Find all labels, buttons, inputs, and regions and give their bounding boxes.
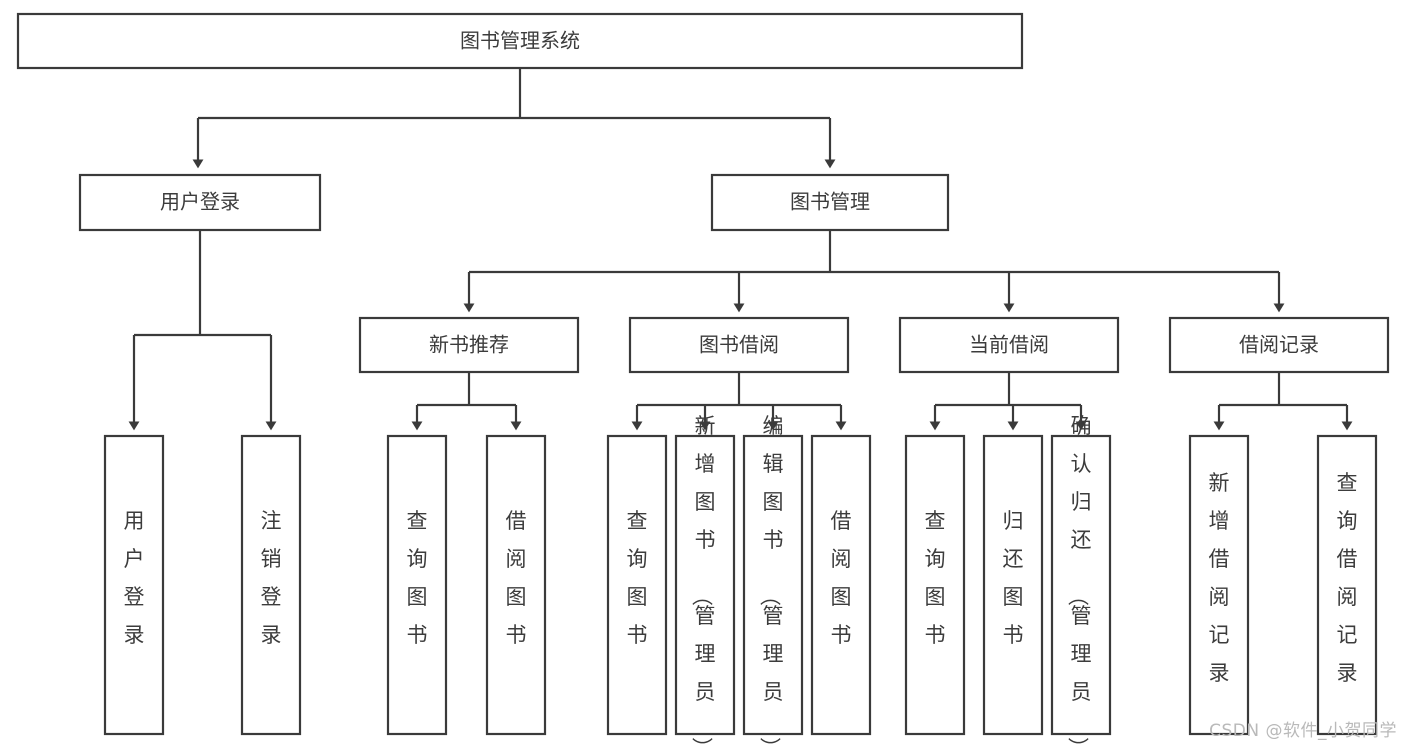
node-leaf-add-borrow-record-box[interactable]: [1188, 434, 1250, 736]
node-book-management-box[interactable]: [710, 173, 950, 232]
node-leaf-query-book-rec-label: 查询图书: [407, 509, 428, 647]
node-leaf-logout-login[interactable]: 注销登录: [240, 434, 302, 736]
node-current-borrow-label: 当前借阅: [969, 333, 1049, 357]
node-new-book-recommend[interactable]: 新书推荐: [358, 316, 580, 374]
node-book-borrow-box[interactable]: [628, 316, 850, 374]
node-leaf-logout-login-label: 注销登录: [261, 509, 282, 647]
node-root-box[interactable]: [16, 12, 1024, 70]
node-user-login-box[interactable]: [78, 173, 322, 232]
node-book-management[interactable]: 图书管理: [710, 173, 950, 232]
node-leaf-query-book-borrow-box[interactable]: [606, 434, 668, 736]
leaf-node-layer: 用户登录 注销登录 查询图书 借阅图书 查询图书 新增图书（管理员） 编辑图书（管理员） 借阅…: [103, 414, 1378, 747]
node-leaf-confirm-return-admin-box[interactable]: [1050, 434, 1112, 736]
node-leaf-query-book-rec[interactable]: 查询图书: [386, 434, 448, 736]
node-book-borrow-label: 图书借阅: [699, 333, 779, 357]
node-leaf-user-login-box[interactable]: [103, 434, 165, 736]
node-leaf-add-borrow-record[interactable]: 新增借阅记录: [1188, 434, 1250, 736]
node-leaf-edit-book-admin-box[interactable]: [742, 434, 804, 736]
node-leaf-edit-book-admin-label: 编辑图书（管理员）: [758, 414, 784, 747]
node-current-borrow-box[interactable]: [898, 316, 1120, 374]
node-new-book-recommend-label: 新书推荐: [429, 333, 509, 357]
node-borrow-record[interactable]: 借阅记录: [1168, 316, 1390, 374]
node-leaf-borrow-book-rec[interactable]: 借阅图书: [485, 434, 547, 736]
node-borrow-record-label: 借阅记录: [1239, 333, 1319, 357]
node-user-login-label: 用户登录: [160, 190, 240, 214]
node-leaf-query-borrow-record[interactable]: 查询借阅记录: [1316, 434, 1378, 736]
node-leaf-add-book-admin[interactable]: 新增图书（管理员）: [674, 414, 736, 747]
node-leaf-return-book-box[interactable]: [982, 434, 1044, 736]
node-leaf-query-book-borrow[interactable]: 查询图书: [606, 434, 668, 736]
node-leaf-borrow-book-rec-label: 借阅图书: [506, 509, 527, 647]
node-current-borrow[interactable]: 当前借阅: [898, 316, 1120, 374]
node-leaf-query-book-current-label: 查询图书: [925, 509, 946, 647]
node-leaf-edit-book-admin[interactable]: 编辑图书（管理员）: [742, 414, 804, 747]
node-leaf-logout-login-box[interactable]: [240, 434, 302, 736]
node-leaf-return-book-label: 归还图书: [1003, 509, 1024, 647]
connector-layer: [128, 68, 1353, 431]
node-leaf-query-book-borrow-label: 查询图书: [627, 509, 648, 647]
node-leaf-user-login[interactable]: 用户登录: [103, 434, 165, 736]
node-borrow-record-box[interactable]: [1168, 316, 1390, 374]
node-leaf-add-book-admin-label: 新增图书（管理员）: [690, 414, 716, 747]
node-leaf-borrow-book-rec-box[interactable]: [485, 434, 547, 736]
node-book-management-label: 图书管理: [790, 190, 870, 214]
node-leaf-borrow-book-box[interactable]: [810, 434, 872, 736]
node-new-book-recommend-box[interactable]: [358, 316, 580, 374]
node-leaf-query-book-current[interactable]: 查询图书: [904, 434, 966, 736]
node-leaf-query-borrow-record-box[interactable]: [1316, 434, 1378, 736]
node-leaf-query-book-rec-box[interactable]: [386, 434, 448, 736]
node-book-borrow[interactable]: 图书借阅: [628, 316, 850, 374]
csdn-watermark: CSDN @软件_小贺同学: [1209, 721, 1397, 741]
node-leaf-return-book[interactable]: 归还图书: [982, 434, 1044, 736]
node-leaf-query-book-current-box[interactable]: [904, 434, 966, 736]
node-root-label: 图书管理系统: [460, 29, 580, 53]
node-leaf-confirm-return-admin-label: 确认归还（管理员）: [1066, 414, 1092, 747]
node-leaf-add-book-admin-box[interactable]: [674, 434, 736, 736]
node-root[interactable]: 图书管理系统: [16, 12, 1024, 70]
node-leaf-query-borrow-record-label: 查询借阅记录: [1337, 471, 1358, 685]
node-leaf-user-login-label: 用户登录: [124, 509, 145, 647]
node-leaf-add-borrow-record-label: 新增借阅记录: [1209, 471, 1230, 685]
node-leaf-borrow-book-label: 借阅图书: [831, 509, 852, 647]
node-leaf-borrow-book[interactable]: 借阅图书: [810, 434, 872, 736]
node-user-login[interactable]: 用户登录: [78, 173, 322, 232]
node-leaf-confirm-return-admin[interactable]: 确认归还（管理员）: [1050, 414, 1112, 747]
